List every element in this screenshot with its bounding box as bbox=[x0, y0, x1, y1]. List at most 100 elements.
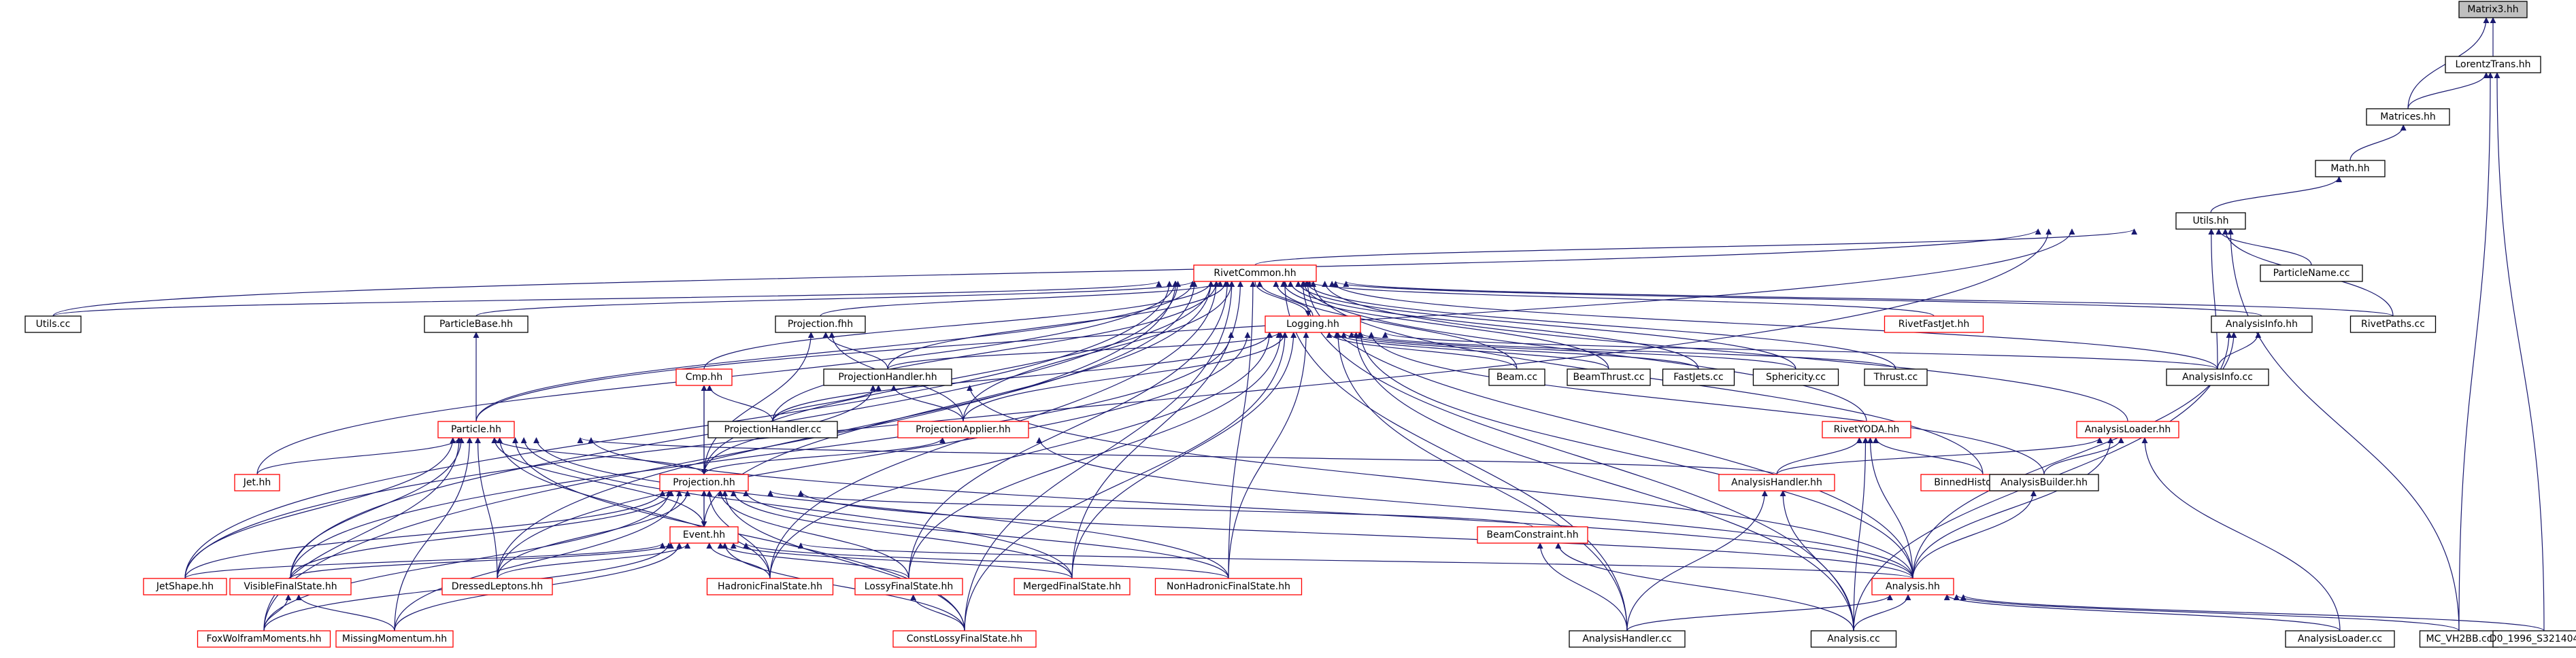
node-box bbox=[2458, 1, 2528, 18]
edge-sphericity-to-rivetcommon bbox=[1295, 281, 1796, 370]
node-missingmomentum[interactable]: MissingMomentum.hh bbox=[335, 630, 454, 648]
node-projectionfhh[interactable]: Projection.fhh bbox=[775, 315, 866, 333]
node-rivetpaths[interactable]: RivetPaths.cc bbox=[2349, 315, 2437, 333]
edge-projectionapplier-to-rivetcommon bbox=[963, 281, 1235, 422]
node-utils[interactable]: Utils.hh bbox=[2175, 212, 2246, 230]
node-math[interactable]: Math.hh bbox=[2315, 160, 2386, 177]
edge-missingmomentum-to-particle bbox=[394, 437, 473, 631]
node-box bbox=[2175, 212, 2246, 230]
node-label: ParticleBase.hh bbox=[439, 319, 513, 330]
edge-rivetcommon-to-utils bbox=[1254, 228, 2137, 266]
node-jet[interactable]: Jet.hh bbox=[234, 474, 280, 491]
node-particlename[interactable]: ParticleName.cc bbox=[2260, 264, 2363, 282]
node-dressedleptons[interactable]: DressedLeptons.hh bbox=[441, 578, 553, 595]
node-label: RivetFastJet.hh bbox=[1898, 319, 1970, 330]
node-mergedfinalstate[interactable]: MergedFinalState.hh bbox=[1014, 578, 1131, 595]
node-lorentztrans[interactable]: LorentzTrans.hh bbox=[2445, 56, 2541, 73]
node-analysisloadercc[interactable]: AnalysisLoader.cc bbox=[2285, 630, 2395, 648]
edge-jetshape-to-projection bbox=[184, 490, 666, 579]
edge-visiblefinalstate-to-projection bbox=[290, 490, 674, 579]
node-beamcc[interactable]: Beam.cc bbox=[1488, 368, 1545, 386]
node-label: D0_1996_S3214044.cc bbox=[2490, 634, 2576, 644]
edge-analysishh-to-analysisbuilder bbox=[1912, 490, 2037, 579]
edge-jetshape-to-rivetcommon bbox=[184, 281, 1173, 579]
edge-analysisinfohh-to-rivetcommon bbox=[1333, 281, 2262, 317]
node-box bbox=[2445, 56, 2541, 73]
node-box bbox=[335, 630, 454, 648]
node-constlossy[interactable]: ConstLossyFinalState.hh bbox=[892, 630, 1037, 648]
node-matrix3[interactable]: Matrix3.hh bbox=[2458, 1, 2528, 18]
node-foxwolfram[interactable]: FoxWolframMoments.hh bbox=[197, 630, 331, 648]
edge-analysishandlercc-to-analysishh bbox=[1626, 594, 1893, 631]
node-fastjets[interactable]: FastJets.cc bbox=[1662, 368, 1735, 386]
node-analysisinfocc[interactable]: AnalysisInfo.cc bbox=[2166, 368, 2269, 386]
node-thrust[interactable]: Thrust.cc bbox=[1864, 368, 1928, 386]
node-label: Utils.cc bbox=[36, 319, 71, 330]
edge-dressedleptons-to-logging bbox=[497, 332, 1251, 579]
edge-d0-to-lorentztrans bbox=[2494, 72, 2545, 631]
edge-particlename-to-utils bbox=[2215, 228, 2312, 266]
node-sphericity[interactable]: Sphericity.cc bbox=[1752, 368, 1839, 386]
node-analysisloaderhh[interactable]: AnalysisLoader.hh bbox=[2076, 421, 2179, 438]
node-analysishandlerhh[interactable]: AnalysisHandler.hh bbox=[1718, 474, 1835, 491]
node-projection[interactable]: Projection.hh bbox=[659, 474, 749, 491]
edge-jet-to-particle bbox=[256, 437, 462, 475]
node-rivetyoda[interactable]: RivetYODA.hh bbox=[1822, 421, 1911, 438]
node-label: NonHadronicFinalState.hh bbox=[1167, 581, 1290, 592]
edge-fastjets-to-logging bbox=[1341, 332, 1699, 370]
node-projectionhandlercc[interactable]: ProjectionHandler.cc bbox=[707, 421, 838, 438]
node-projectionapplier[interactable]: ProjectionApplier.hh bbox=[897, 421, 1029, 438]
edge-lossyfinalstate-to-logging bbox=[908, 332, 1284, 579]
node-lossyfinalstate[interactable]: LossyFinalState.hh bbox=[854, 578, 963, 595]
edge-nonhadronicfinalstate-to-rivetcommon bbox=[1228, 281, 1256, 579]
edge-mcvh2bb-to-analysishh bbox=[1953, 594, 2460, 631]
edge-beamthrust-to-logging bbox=[1333, 332, 1609, 370]
node-box bbox=[2211, 315, 2313, 333]
node-label: AnalysisHandler.hh bbox=[1731, 477, 1822, 488]
node-jetshape[interactable]: JetShape.hh bbox=[143, 578, 227, 595]
node-box bbox=[229, 578, 352, 595]
edge-projection-to-particle bbox=[491, 437, 705, 475]
node-beamconstraint[interactable]: BeamConstraint.hh bbox=[1477, 526, 1588, 544]
node-matrices[interactable]: Matrices.hh bbox=[2366, 108, 2450, 126]
node-logging[interactable]: Logging.hh bbox=[1265, 315, 1361, 333]
node-box bbox=[1488, 368, 1545, 386]
edge-constlossy-to-logging bbox=[964, 332, 1288, 631]
node-projectionhandlerhh[interactable]: ProjectionHandler.hh bbox=[823, 368, 952, 386]
node-analysisbuilder[interactable]: AnalysisBuilder.hh bbox=[1989, 474, 2099, 491]
edge-analysishandlerhh-to-particle bbox=[577, 437, 1777, 475]
node-particlebase[interactable]: ParticleBase.hh bbox=[424, 315, 529, 333]
edge-rivetcommon-to-logging bbox=[1254, 281, 1311, 317]
node-visiblefinalstate[interactable]: VisibleFinalState.hh bbox=[229, 578, 352, 595]
node-label: ParticleName.cc bbox=[2273, 268, 2350, 279]
node-box bbox=[2315, 160, 2386, 177]
node-rivetfastjet[interactable]: RivetFastJet.hh bbox=[1884, 315, 1984, 333]
edge-visiblefinalstate-to-logging bbox=[290, 332, 1235, 579]
node-analysishh[interactable]: Analysis.hh bbox=[1871, 578, 1954, 595]
node-label: Matrices.hh bbox=[2380, 111, 2436, 122]
node-label: ProjectionHandler.hh bbox=[838, 372, 937, 383]
edge-beamconstraint-to-projection bbox=[767, 490, 1533, 527]
node-label: Jet.hh bbox=[243, 477, 271, 488]
node-box bbox=[1884, 315, 1984, 333]
node-cmp[interactable]: Cmp.hh bbox=[675, 368, 733, 386]
node-event[interactable]: Event.hh bbox=[669, 526, 739, 544]
edge-analysishh-to-rivetyoda bbox=[1867, 437, 1913, 579]
node-hadronicfinalstate[interactable]: HadronicFinalState.hh bbox=[706, 578, 834, 595]
node-analysishandlercc[interactable]: AnalysisHandler.cc bbox=[1569, 630, 1686, 648]
edge-foxwolfram-to-visiblefinalstate bbox=[263, 594, 292, 631]
node-analysiscc[interactable]: Analysis.cc bbox=[1810, 630, 1897, 648]
node-nonhadronicfinalstate[interactable]: NonHadronicFinalState.hh bbox=[1154, 578, 1303, 595]
edge-jetshape-to-utils bbox=[184, 228, 2052, 579]
node-rivetcommon[interactable]: RivetCommon.hh bbox=[1193, 264, 1317, 282]
node-particle[interactable]: Particle.hh bbox=[437, 421, 515, 438]
edge-particle-to-rivetcommon bbox=[475, 281, 1196, 422]
node-d0[interactable]: D0_1996_S3214044.cc bbox=[2490, 630, 2576, 648]
node-beamthrust[interactable]: BeamThrust.cc bbox=[1567, 368, 1651, 386]
node-analysisinfohh[interactable]: AnalysisInfo.hh bbox=[2211, 315, 2313, 333]
node-mcvh2bb[interactable]: MC_VH2BB.cc bbox=[2419, 630, 2499, 648]
node-utilscc[interactable]: Utils.cc bbox=[24, 315, 82, 333]
edge-analysisloadercc-to-analysisloaderhh bbox=[2141, 437, 2341, 631]
edge-analysisinfocc-to-utils bbox=[2208, 228, 2218, 370]
